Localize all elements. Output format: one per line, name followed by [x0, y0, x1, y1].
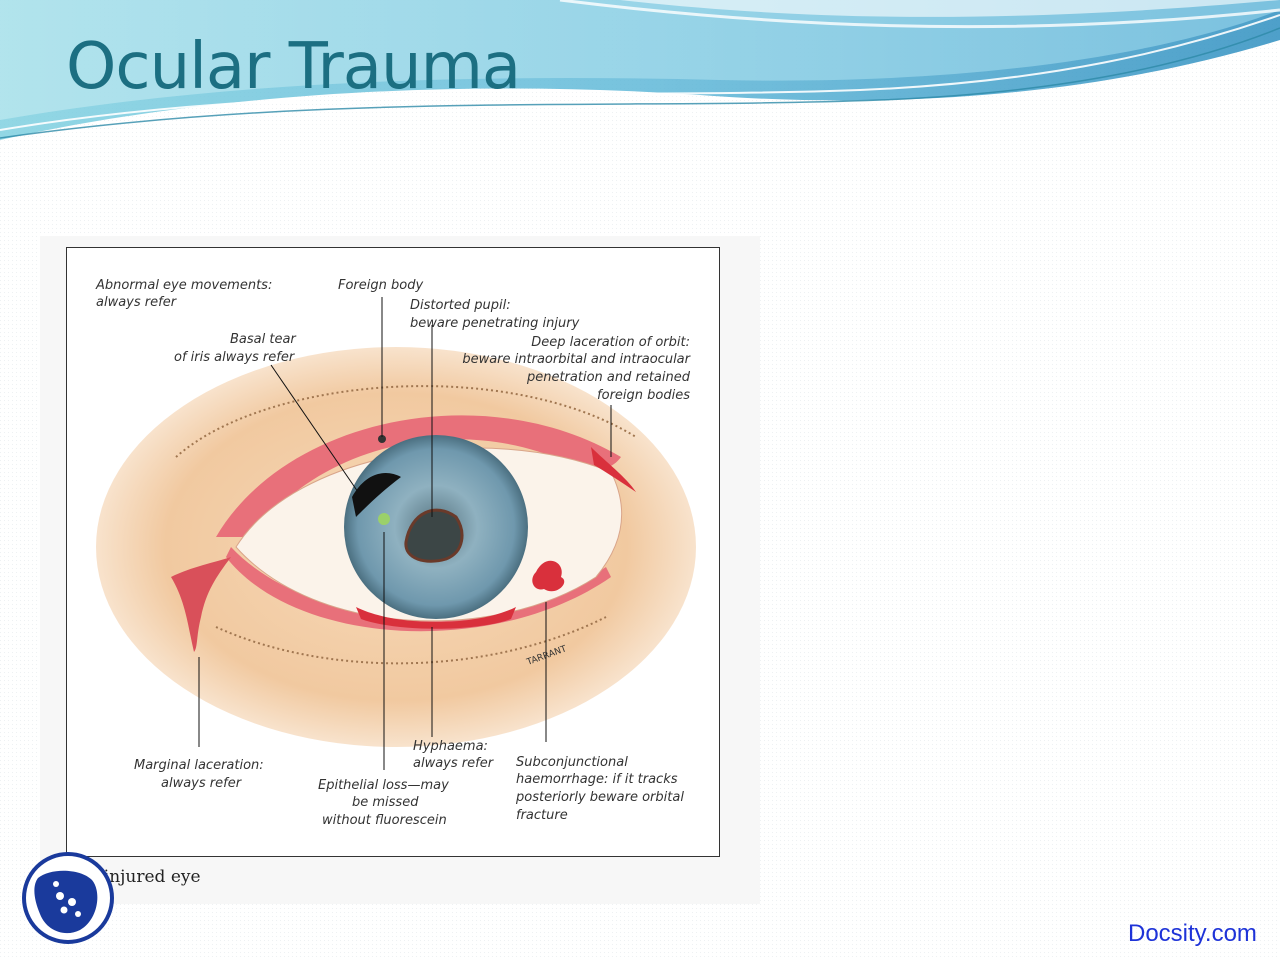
upper-lid-margin	[216, 415, 621, 537]
basal-tear-of-iris	[352, 473, 401, 517]
slide-title: Ocular Trauma	[66, 30, 521, 104]
label-deep-laceration-3: penetration and retained	[526, 370, 691, 385]
docsity-logo-icon	[22, 852, 114, 944]
label-basal-tear: Basal tear	[230, 332, 297, 347]
epithelial-loss	[378, 513, 390, 525]
lower-lashes	[215, 616, 607, 665]
docsity-watermark-link[interactable]: Docsity.com	[1128, 920, 1257, 947]
label-deep-laceration-2: beware intraorbital and intraocular	[462, 352, 691, 367]
deep-laceration-orbit	[591, 447, 636, 492]
distorted-pupil	[404, 508, 464, 563]
label-marginal-laceration: Marginal laceration:	[134, 758, 264, 773]
label-abnormal-eye-movements: Abnormal eye movements:	[95, 278, 272, 293]
label-subconjunctival-2: haemorrhage: if it tracks	[516, 772, 678, 787]
label-abnormal-eye-movements-2: always refer	[96, 295, 178, 310]
injured-eye-illustration: Abnormal eye movements: always refer For…	[95, 278, 696, 828]
foreign-body	[378, 435, 386, 443]
marginal-laceration	[171, 557, 231, 652]
label-epithelial-loss: Epithelial loss—may	[318, 778, 449, 793]
label-hyphaema-2: always refer	[413, 756, 495, 771]
label-hyphaema: Hyphaema:	[413, 739, 488, 754]
label-subconjunctival: Subconjunctional	[516, 755, 628, 770]
label-pointers	[198, 297, 612, 770]
label-distorted-pupil-2: beware penetrating injury	[410, 316, 580, 331]
label-subconjunctival-4: fracture	[516, 808, 568, 823]
label-foreign-body: Foreign body	[338, 278, 423, 293]
hyphaema	[356, 607, 516, 629]
label-epithelial-loss-2: be missed	[352, 795, 419, 810]
label-basal-tear-2: of iris always refer	[174, 350, 296, 365]
label-deep-laceration-4: foreign bodies	[597, 388, 690, 403]
label-epithelial-loss-3: without fluorescein	[322, 813, 447, 828]
label-deep-laceration: Deep laceration of orbit:	[531, 335, 690, 350]
label-distorted-pupil: Distorted pupil:	[410, 298, 511, 313]
subconjunctival-haemorrhage	[532, 560, 565, 592]
label-marginal-laceration-2: always refer	[161, 776, 243, 791]
label-subconjunctival-3: posteriorly beware orbital	[515, 790, 684, 805]
